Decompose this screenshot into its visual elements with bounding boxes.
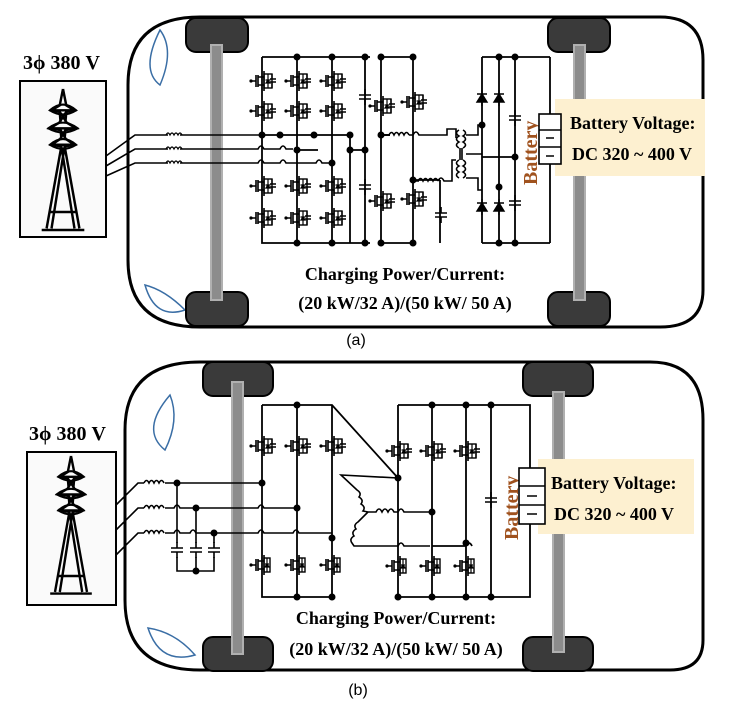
panel-a: 3ϕ 380 V [19, 15, 705, 349]
three-phase-lines [105, 134, 332, 177]
car-body-a [126, 15, 705, 329]
headlight-icon [152, 393, 175, 452]
grid-voltage-label: 3ϕ 380 V [23, 52, 100, 74]
battery-icon [518, 467, 546, 525]
axle [231, 381, 244, 655]
battery-icon [538, 113, 562, 165]
three-phase-lines [115, 482, 332, 572]
voltage-box [555, 99, 705, 176]
battery-voltage-value: DC 320 ~ 400 V [554, 504, 674, 524]
voltage-box [538, 459, 694, 534]
circuit-nodes [258, 53, 519, 247]
panel-b: 3ϕ 380 V [26, 360, 705, 699]
wheel-icon [522, 361, 594, 397]
charging-power-value: (20 kW/32 A)/(50 kW/ 50 A) [289, 639, 503, 660]
inverter-bridge-2 [397, 404, 531, 598]
headlight-icon [149, 28, 169, 87]
inverter-bridge-1 [261, 404, 399, 598]
grid-voltage-label: 3ϕ 380 V [29, 423, 106, 445]
caption-a: (a) [346, 332, 366, 349]
charging-power-title: Charging Power/Current: [296, 608, 496, 628]
axle [210, 44, 223, 301]
charging-power-value: (20 kW/32 A)/(50 kW/ 50 A) [298, 293, 512, 314]
caption-b: (b) [348, 682, 368, 699]
battery-voltage-value: DC 320 ~ 400 V [572, 144, 692, 164]
transformer-icon [455, 124, 482, 191]
battery-label: Battery [520, 121, 542, 185]
headlight-icon [146, 627, 197, 658]
charging-power-title: Charging Power/Current: [305, 264, 505, 284]
battery-voltage-title: Battery Voltage: [570, 113, 695, 133]
circuit-nodes [173, 401, 495, 601]
battery-label: Battery [501, 476, 523, 540]
battery-voltage-title: Battery Voltage: [551, 473, 676, 493]
